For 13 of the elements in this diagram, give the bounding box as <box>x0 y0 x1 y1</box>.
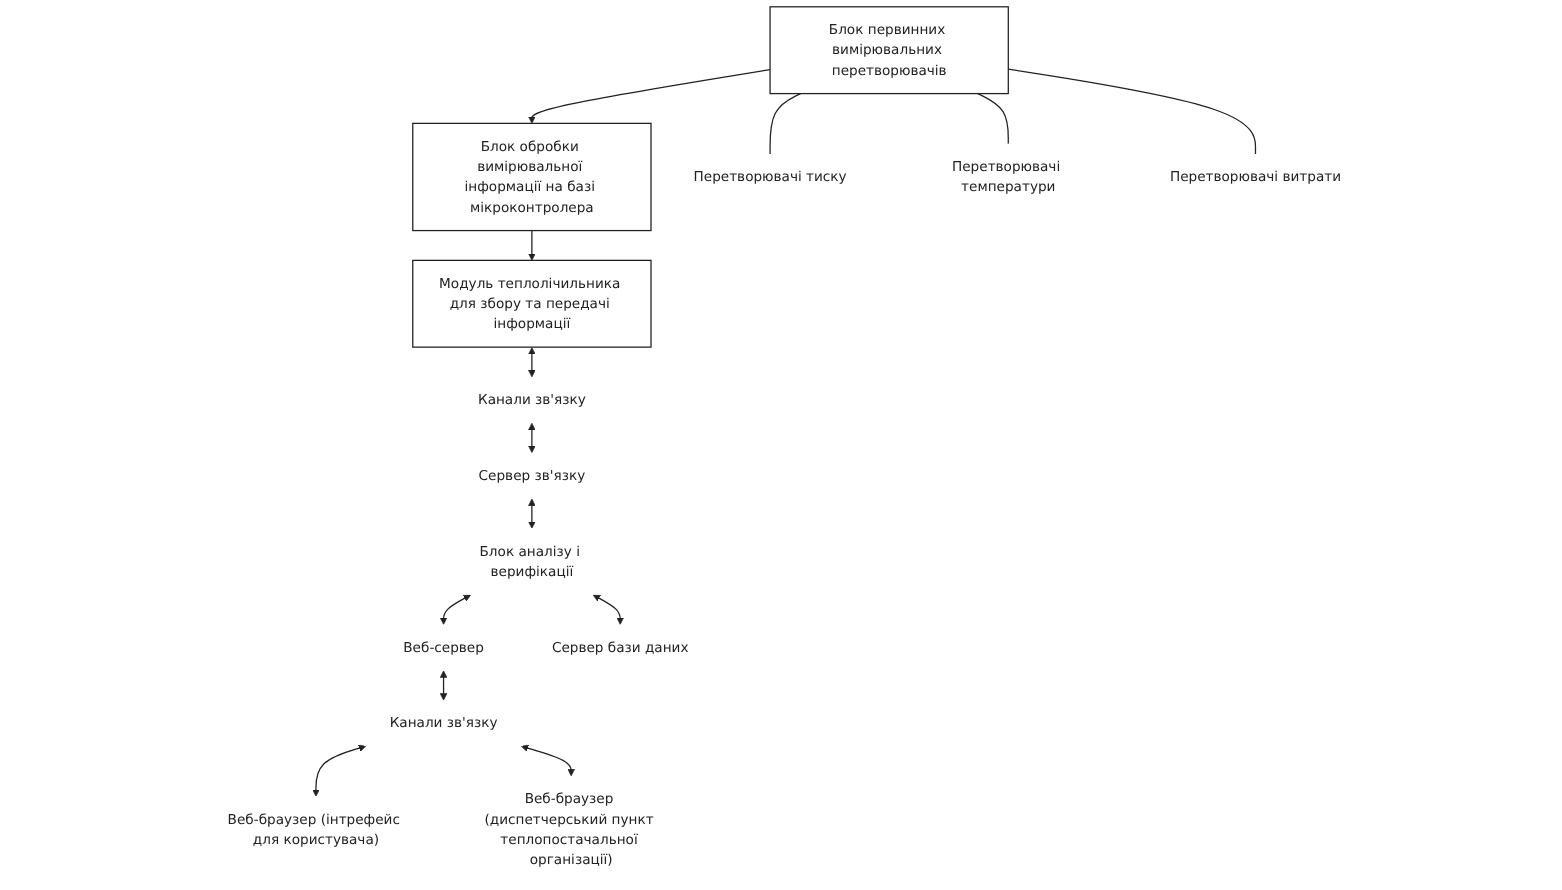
arrow <box>439 594 471 625</box>
arrow <box>527 422 535 453</box>
arrow <box>527 229 535 261</box>
connector <box>976 92 1009 145</box>
arrow <box>527 347 535 378</box>
arrow <box>439 670 447 701</box>
connector <box>768 92 801 155</box>
arrow <box>311 744 366 797</box>
arrow <box>527 498 535 529</box>
arrow <box>592 594 624 625</box>
arrow <box>527 69 770 124</box>
arrow <box>520 744 575 777</box>
connector <box>1006 68 1256 155</box>
